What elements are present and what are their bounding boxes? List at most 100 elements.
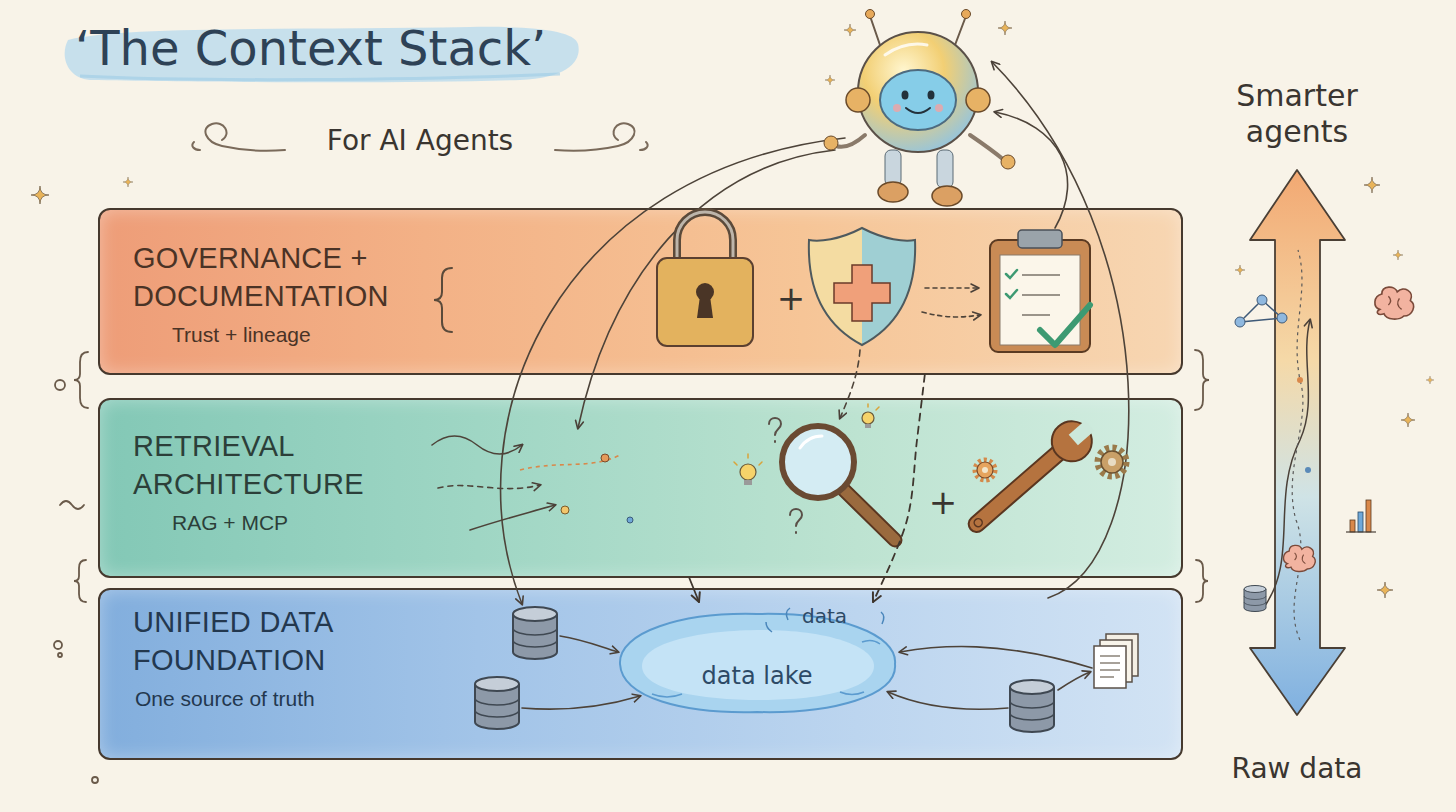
robot-agent [858, 32, 978, 152]
database-icon [475, 677, 519, 729]
side-icon [1284, 545, 1316, 571]
sparkle [998, 21, 1012, 35]
double-arrow [1297, 377, 1303, 383]
plus-sign: + [776, 278, 806, 319]
robot-agent [1001, 155, 1015, 169]
context-arrow [900, 647, 1092, 668]
lake-label: data lake [612, 662, 902, 691]
wrench-icon [973, 517, 984, 528]
subtitle-swirl [205, 123, 285, 150]
layer-title: RETRIEVAL ARCHITECTURE [133, 428, 433, 503]
dotted-trail [561, 506, 569, 514]
robot-agent [962, 10, 971, 19]
lightbulb-icon [734, 404, 879, 485]
double-arrow [1250, 170, 1345, 715]
margin-brace [54, 641, 62, 649]
lake-splash-label: data [802, 604, 902, 628]
subtitle-swirl [555, 123, 635, 150]
padlock-icon [657, 258, 753, 346]
wrench-icon [958, 410, 1103, 544]
context-arrow [992, 62, 1129, 598]
question-doodle [790, 509, 802, 533]
context-arrow [438, 485, 540, 489]
context-arrow [888, 692, 1008, 709]
padlock-icon [677, 212, 733, 262]
robot-agent [902, 91, 909, 100]
brace [434, 268, 452, 332]
robot-agent [893, 104, 901, 112]
side-icon [1235, 317, 1245, 327]
padlock-icon [677, 212, 733, 262]
robot-agent [880, 70, 956, 130]
question-doodle [769, 418, 781, 442]
side-icon [1277, 313, 1287, 323]
subtitle: For AI Agents [290, 124, 550, 158]
side-icon [1366, 500, 1371, 532]
margin-brace [74, 560, 86, 602]
robot-agent [846, 88, 870, 112]
document-stack [1094, 646, 1126, 688]
sparkle [1426, 376, 1434, 384]
shield-icon [809, 228, 915, 345]
robot-agent [885, 150, 901, 186]
context-arrow [432, 436, 522, 454]
side-icon [1346, 531, 1376, 532]
padlock-icon [657, 212, 753, 346]
double-arrow [1305, 467, 1311, 473]
lightbulb-icon [734, 454, 762, 465]
magnifier-icon [782, 426, 895, 540]
side-icon [1375, 287, 1414, 319]
magnifier-icon [844, 490, 895, 540]
margin-brace [1195, 350, 1209, 410]
context-arrow [925, 287, 978, 289]
database-icon [475, 607, 1054, 732]
double-arrow [1292, 250, 1303, 640]
clipboard-icon [990, 230, 1090, 352]
sparkle [31, 21, 1434, 598]
robot-agent [966, 88, 990, 112]
document-stack [1100, 656, 1120, 677]
subtitle-swirl [192, 142, 200, 150]
context-arrow [501, 138, 845, 604]
lightbulb-icon [744, 480, 752, 485]
dotted-trail [520, 455, 620, 470]
sparkle [1377, 582, 1393, 598]
axis-label: Raw data [1197, 752, 1397, 786]
lightbulb-icon [865, 424, 871, 428]
robot-agent [906, 108, 930, 113]
gear-icon [982, 467, 988, 473]
lightbulb-icon [868, 404, 879, 410]
margin-brace [58, 653, 62, 657]
context-arrow [840, 350, 860, 418]
side-icon [1235, 287, 1414, 611]
context-arrow [1058, 672, 1090, 690]
title-holder: ‘The Context Stack’ [75, 20, 546, 78]
layer-subtitle: RAG + MCP [172, 509, 1181, 536]
database-icon [1010, 680, 1054, 732]
sparkle [123, 177, 133, 187]
layer-subtitle: Trust + lineage [172, 321, 1181, 348]
context-arrow [922, 312, 980, 317]
padlock-icon [697, 296, 713, 318]
context-arrow [995, 112, 1068, 228]
margin-brace [60, 501, 84, 509]
connector-arrow [689, 578, 699, 602]
gear-icon [1098, 448, 1126, 476]
dotted-trail [627, 517, 633, 523]
subtitle-swirl [640, 142, 648, 150]
robot-agent [836, 135, 865, 147]
axis-label: Smarter agents [1222, 78, 1372, 150]
clipboard-icon [1022, 275, 1060, 315]
robot-agent [824, 10, 1015, 207]
diagram-title: ‘The Context Stack’ [75, 20, 546, 78]
robot-agent [878, 182, 908, 202]
context-arrow [470, 505, 555, 530]
gear-icon [1108, 458, 1116, 466]
robot-agent [937, 150, 953, 188]
data-lake: data data lake [612, 602, 902, 720]
layer-subtitle: One source of truth [135, 685, 1181, 712]
robot-agent [885, 44, 927, 55]
side-icon [1358, 512, 1363, 532]
clipboard-icon [1018, 230, 1062, 248]
gear-icon [975, 460, 995, 480]
